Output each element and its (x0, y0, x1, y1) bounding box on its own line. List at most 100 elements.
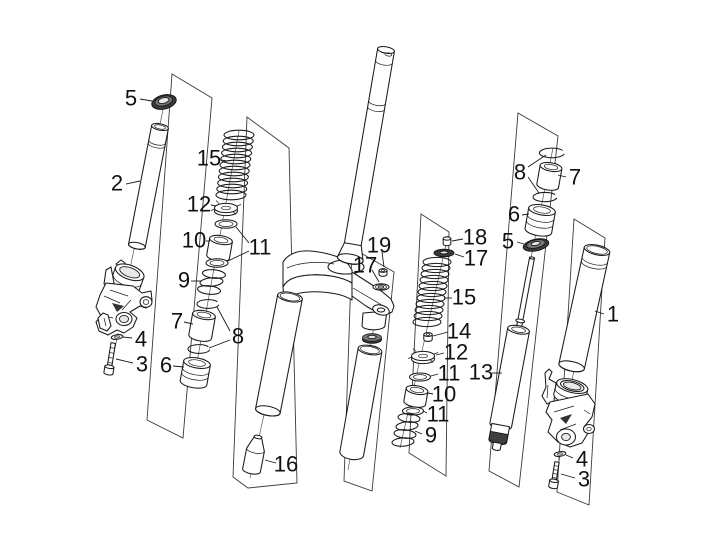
spring-seat-12-right (407, 348, 439, 365)
lower-yoke (282, 250, 395, 331)
snap-ring-8-left-lower (187, 344, 211, 354)
part-number-label: 11 (427, 402, 450, 427)
leader-line (227, 250, 250, 262)
callout-6-11: 6 (160, 353, 185, 378)
snap-ring-8-right-lower (532, 191, 558, 203)
leader-line (371, 269, 380, 283)
part-number-label: 16 (274, 452, 298, 477)
nut-19 (378, 268, 388, 277)
callout-15-4: 15 (197, 146, 228, 171)
bushing-7-left (188, 309, 216, 342)
leader-line (594, 310, 605, 315)
callout-11-7: 11 (227, 226, 272, 262)
part-number-label: 6 (160, 353, 172, 378)
part-number-label: 3 (136, 352, 148, 377)
part-number-label: 1 (607, 302, 619, 327)
part-number-label: 7 (171, 309, 183, 334)
wave-washers-9-right (391, 413, 421, 447)
spring-seat-12-left (210, 200, 242, 217)
part-number-label: 12 (187, 192, 211, 217)
callout-3-31: 3 (560, 467, 590, 492)
leader-line (432, 331, 449, 337)
leader-line (527, 154, 547, 168)
cap-18 (442, 236, 452, 247)
leader-line (435, 352, 445, 356)
callout-12-5: 12 (187, 192, 217, 217)
callout-10-6: 10 (182, 228, 210, 253)
part-number-label: 10 (182, 228, 206, 253)
part-number-label: 17 (464, 246, 488, 271)
part-number-label: 11 (438, 361, 461, 386)
leader-line (210, 204, 217, 207)
left-hub-casting (95, 259, 153, 336)
washer-17-center (372, 283, 390, 291)
fork-tube-2 (128, 122, 169, 250)
callout-3-3: 3 (115, 352, 148, 377)
callout-5-28: 5 (502, 229, 525, 254)
leader-line (565, 454, 574, 459)
part-number-label: 13 (469, 360, 493, 385)
washer-11-left-lower (205, 258, 229, 268)
outer-tube-center-left (255, 291, 303, 417)
snap-ring-8-left-upper (196, 299, 220, 309)
callout-4-2: 4 (122, 327, 147, 352)
part-number-label: 5 (502, 229, 514, 254)
leader-line (527, 176, 540, 194)
callout-11-20: 11 (430, 361, 461, 386)
part-number-label: 9 (178, 268, 190, 293)
leader-line (427, 392, 434, 395)
leader-line (516, 241, 525, 245)
snap-ring-8-right-upper (538, 147, 565, 159)
leader-line (220, 159, 228, 162)
callout-4-30: 4 (565, 447, 588, 472)
callout-12-19: 12 (435, 340, 468, 365)
outer-tube-center-right (339, 344, 383, 461)
seal-5-left (151, 94, 177, 110)
part-number-label: 5 (125, 86, 137, 111)
panel-center-right (343, 247, 395, 492)
panel-right-spring (408, 213, 450, 477)
bushing-6-left (179, 357, 211, 389)
callout-10-21: 10 (427, 382, 456, 407)
seal-5-right (522, 238, 550, 252)
buffer-16 (242, 434, 265, 475)
part-number-label: 19 (367, 233, 391, 258)
callout-7-9: 7 (171, 309, 194, 334)
panel-left-spring (146, 73, 213, 439)
panel-sheets (146, 73, 606, 506)
callout-18-15: 18 (451, 225, 487, 250)
leader-line (139, 98, 153, 102)
callout-19-13: 19 (367, 233, 391, 268)
right-hub-casting (541, 368, 596, 448)
leader-line (560, 473, 576, 479)
leader-line (183, 321, 194, 325)
callout-13-24: 13 (469, 360, 502, 385)
leader-line (381, 251, 385, 268)
callout-14-18: 14 (432, 319, 471, 344)
panel-right-shock (488, 112, 559, 488)
callout-7-26: 7 (557, 165, 581, 190)
part-number-label: 8 (514, 160, 526, 185)
leader-line (122, 336, 133, 339)
callout-1-29: 1 (594, 302, 619, 327)
callout-15-17: 15 (444, 285, 476, 310)
leader-line (422, 410, 428, 414)
leader-line (557, 174, 567, 178)
part-number-label: 11 (249, 235, 272, 260)
part-number-label: 6 (508, 202, 520, 227)
callout-6-27: 6 (508, 202, 530, 227)
bushing-10-right (403, 384, 429, 408)
leader-line (264, 459, 277, 464)
spring-15-left (215, 129, 255, 201)
leader-line (216, 306, 231, 332)
callout-17-16: 17 (454, 246, 488, 271)
callout-9-8: 9 (178, 268, 201, 293)
callout-16-12: 16 (264, 452, 298, 477)
callout-11-22: 11 (422, 402, 450, 427)
part-number-label: 2 (111, 171, 123, 196)
part-number-label: 7 (569, 165, 581, 190)
leader-line (208, 339, 231, 349)
callout-8-10: 8 (208, 306, 244, 349)
